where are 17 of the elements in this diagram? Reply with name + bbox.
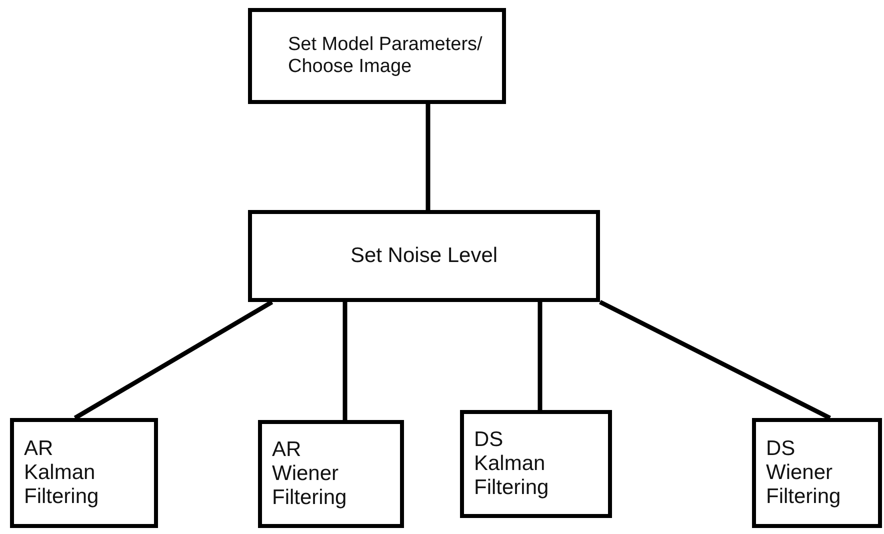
process-box xyxy=(248,210,600,302)
process-box xyxy=(10,418,158,528)
process-box xyxy=(752,418,882,528)
box-label: AR Wiener Filtering xyxy=(272,438,347,510)
process-box xyxy=(258,420,404,528)
connector-line xyxy=(342,302,348,420)
box-label: DS Wiener Filtering xyxy=(766,436,841,510)
box-label: DS Kalman Filtering xyxy=(474,428,549,500)
box-label: Set Noise Level xyxy=(350,244,498,268)
connector-line xyxy=(74,300,274,420)
process-box xyxy=(460,410,612,518)
process-box xyxy=(248,8,506,104)
connector-line xyxy=(426,104,430,210)
connector-line xyxy=(538,302,542,410)
box-label: AR Kalman Filtering xyxy=(24,436,99,510)
connector-line xyxy=(598,300,832,420)
box-label: Set Model Parameters/ Choose Image xyxy=(288,34,484,78)
